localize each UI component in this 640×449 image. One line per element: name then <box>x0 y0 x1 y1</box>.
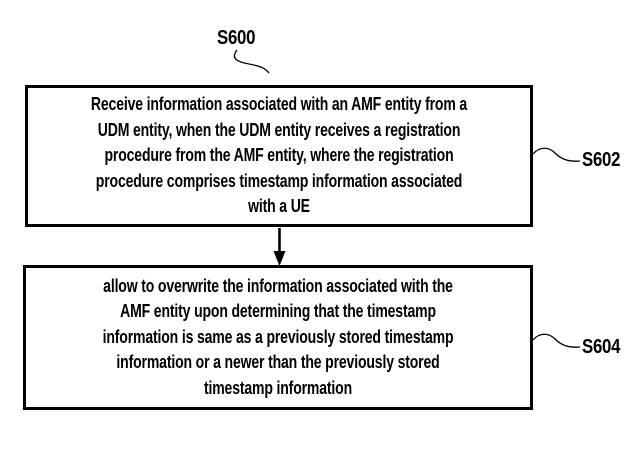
step-text-line: timestamp information <box>203 377 353 398</box>
s602-leader-squiggle <box>532 147 581 162</box>
ref-label-s602: S602 <box>582 149 621 171</box>
step-text-line: information or a newer than the previous… <box>116 352 440 373</box>
step-text-line: procedure comprises timestamp informatio… <box>95 170 463 191</box>
s604-leader-squiggle <box>532 333 581 348</box>
step-box-s602: Receive information associated with an A… <box>25 85 533 227</box>
down-arrow-icon <box>273 251 286 266</box>
ref-label-s604: S604 <box>582 336 621 358</box>
step-text-line: allow to overwrite the information assoc… <box>103 275 453 296</box>
step-text-line: information is same as a previously stor… <box>102 326 454 347</box>
step-text-line: UDM entity, when the UDM entity receives… <box>97 119 461 140</box>
step-text-line: Receive information associated with an A… <box>90 94 468 115</box>
step-text-line: procedure from the AMF entity, where the… <box>104 145 454 166</box>
step-box-s604: allow to overwrite the information assoc… <box>23 265 533 410</box>
step-text-line: AMF entity upon determining that the tim… <box>120 301 436 322</box>
step-text-line: with a UE <box>248 196 310 217</box>
s600-leader-squiggle <box>233 49 270 74</box>
start-ref-label: S600 <box>217 27 256 49</box>
